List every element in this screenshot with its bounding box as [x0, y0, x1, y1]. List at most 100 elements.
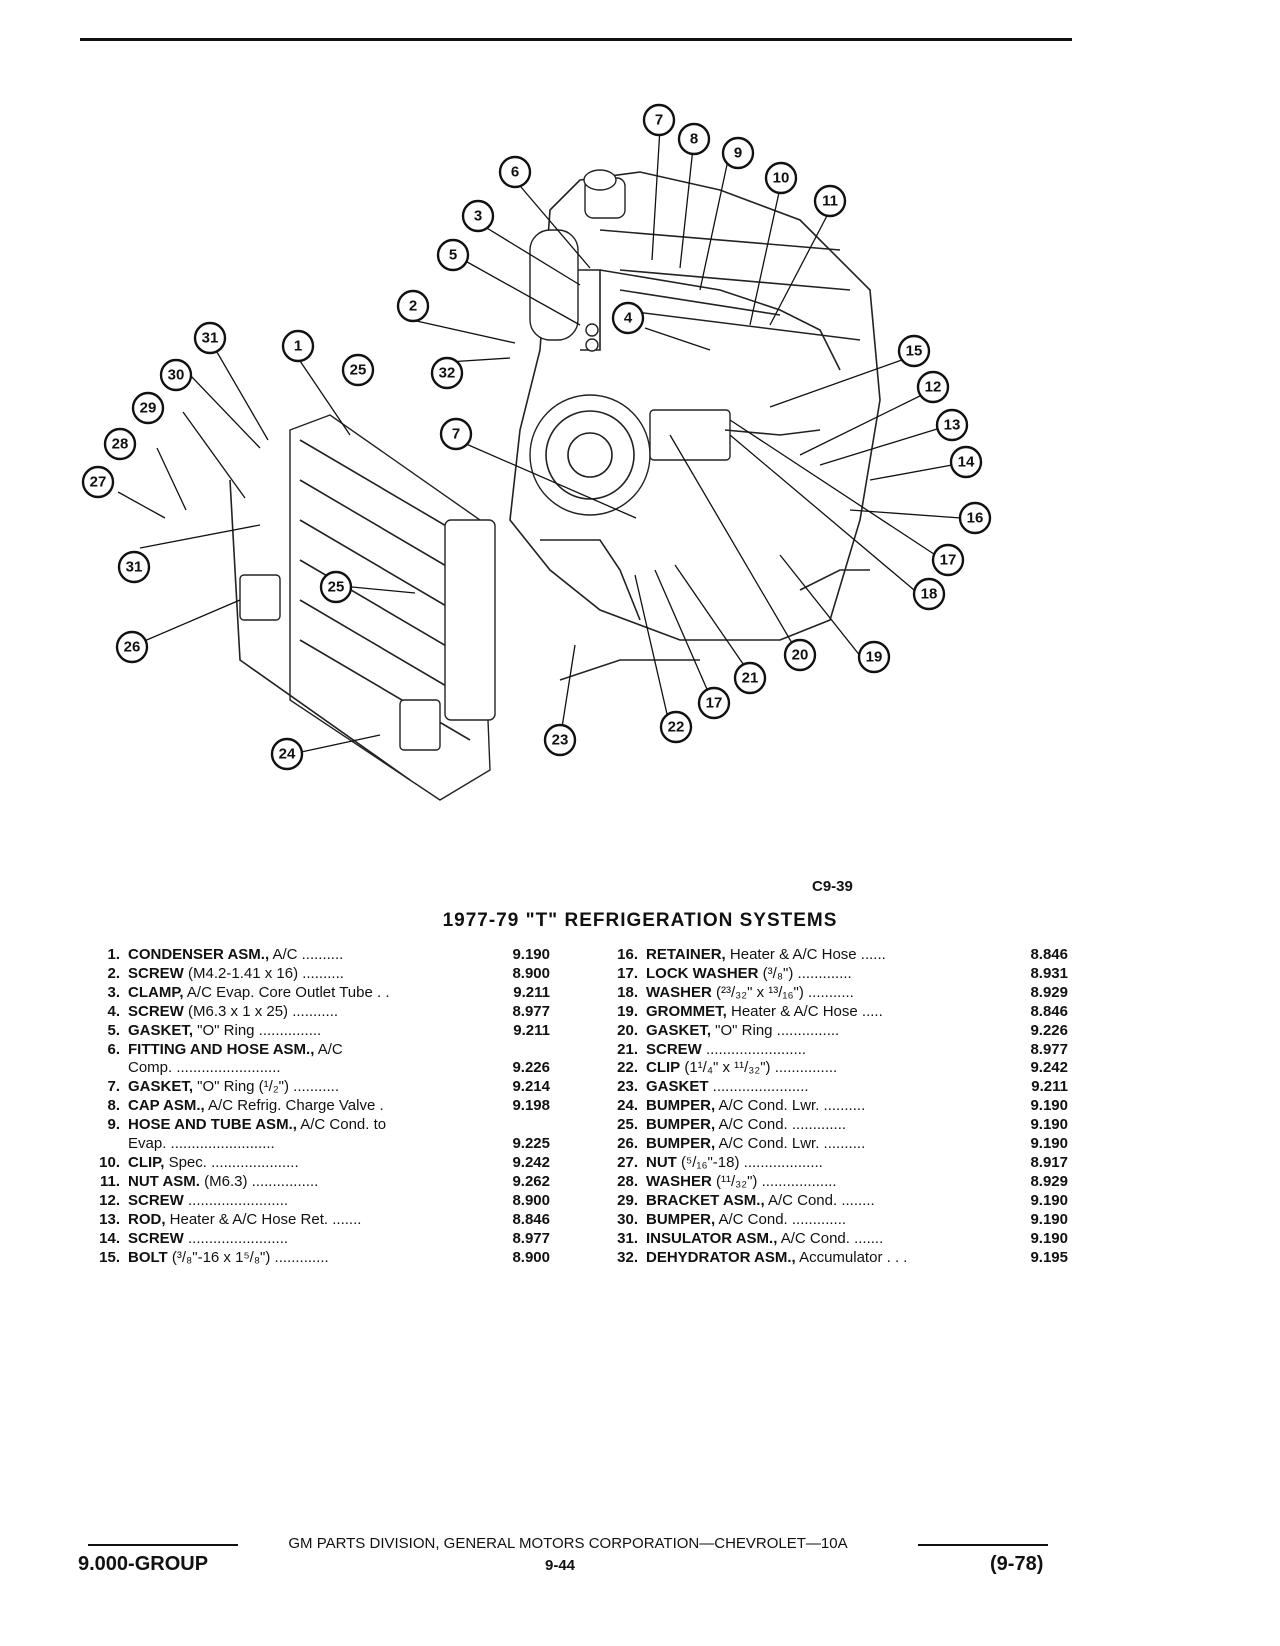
part-description: Comp. ......................... — [128, 1059, 490, 1078]
parts-row: 14.SCREW ........................8.977 — [80, 1230, 550, 1249]
group-code: 9.195 — [1030, 1248, 1068, 1266]
part-detail: A/C Refrig. Charge Valve . — [204, 1097, 384, 1115]
group-code: 9.190 — [1030, 1116, 1068, 1134]
part-description: CLIP (1¹/₄" x ¹¹/₃₂") ............... — [646, 1059, 1008, 1078]
part-number: 22. — [617, 1059, 638, 1077]
parts-row: 23.GASKET .......................9.211 — [598, 1078, 1068, 1097]
part-name: BUMPER, — [646, 1210, 716, 1228]
part-name: RETAINER, — [646, 946, 726, 963]
group-code: 8.900 — [512, 964, 550, 982]
part-description: SCREW ........................ — [646, 1041, 1008, 1060]
part-description: NUT (⁵/₁₆"-18) ................... — [646, 1154, 1008, 1173]
svg-text:1: 1 — [294, 338, 302, 355]
figure-label: C9-39 — [812, 878, 853, 895]
svg-text:32: 32 — [439, 365, 456, 382]
parts-row: 16.RETAINER, Heater & A/C Hose ......8.8… — [598, 946, 1068, 965]
part-name: SCREW — [646, 1040, 702, 1058]
part-detail: ........................ — [701, 1040, 807, 1058]
group-code: 8.900 — [512, 1191, 550, 1209]
group-code: 9.211 — [513, 983, 550, 1001]
parts-row: 31.INSULATOR ASM., A/C Cond. .......9.19… — [598, 1230, 1068, 1249]
part-description: GROMMET, Heater & A/C Hose ..... — [646, 1003, 1008, 1022]
part-detail: Evap. ......................... — [128, 1135, 275, 1153]
callout-27: 27 — [81, 465, 115, 499]
part-number: 7. — [107, 1078, 120, 1096]
part-detail: (¹¹/₃₂") .................. — [711, 1172, 837, 1190]
part-description: DEHYDRATOR ASM., Accumulator . . . — [646, 1249, 1008, 1268]
svg-text:4: 4 — [624, 310, 633, 327]
part-name: BUMPER, — [646, 1116, 716, 1134]
part-number: 24. — [617, 1097, 638, 1115]
group-code: 9.242 — [512, 1153, 550, 1171]
group-code: 9.226 — [512, 1059, 550, 1077]
parts-row: 5.GASKET, "O" Ring ...............9.211 — [80, 1022, 550, 1041]
part-description: BRACKET ASM., A/C Cond. ........ — [646, 1192, 1008, 1211]
svg-text:29: 29 — [140, 400, 157, 417]
part-number: 3. — [107, 983, 120, 1001]
parts-row: 15.BOLT (³/₈"-16 x 1⁵/₈") .............8… — [80, 1249, 550, 1268]
footer-group: 9.000-GROUP — [78, 1553, 209, 1575]
part-name: GASKET, — [646, 1021, 712, 1039]
part-name: CLIP — [646, 1059, 681, 1077]
part-name: BUMPER, — [646, 1135, 716, 1153]
parts-row: 19.GROMMET, Heater & A/C Hose .....8.846 — [598, 1003, 1068, 1022]
svg-text:31: 31 — [202, 330, 219, 347]
svg-text:7: 7 — [452, 426, 460, 443]
svg-text:21: 21 — [742, 670, 759, 687]
parts-row: 10. CLIP, Spec. ..................... 9.24… — [80, 1154, 550, 1173]
group-code: 8.846 — [512, 1210, 550, 1228]
callout-25-top: 25 — [341, 353, 375, 387]
svg-text:17: 17 — [940, 552, 957, 569]
part-name: CLIP, — [128, 1153, 165, 1171]
svg-text:10: 10 — [773, 170, 790, 187]
part-number: 2. — [107, 964, 120, 982]
svg-text:25: 25 — [350, 362, 367, 379]
svg-text:30: 30 — [168, 367, 185, 384]
part-number: 14. — [99, 1229, 120, 1247]
callout-16: 16 — [958, 501, 992, 535]
part-name: GASKET, — [128, 1078, 194, 1096]
group-code: 9.190 — [1030, 1135, 1068, 1153]
part-detail: (M6.3 x 1 x 25) ........... — [183, 1002, 339, 1020]
part-name: BRACKET ASM., — [646, 1191, 765, 1209]
part-description: WASHER (²³/₃₂" x ¹³/₁₆") ........... — [646, 984, 1008, 1003]
group-code: 8.929 — [1030, 983, 1068, 1001]
part-description: CLIP, Spec. ..................... — [128, 1154, 490, 1173]
top-rule — [80, 38, 1072, 41]
exploded-parts-diagram: 1 2 3 4 5 6 7 7 8 9 10 11 12 13 14 15 16… — [80, 100, 1020, 860]
group-code: 9.190 — [1030, 1210, 1068, 1228]
callout-25-mid: 25 — [319, 570, 353, 604]
parts-row: 1.CONDENSER ASM., A/C ..........9.190 — [80, 946, 550, 965]
group-code: 9.190 — [512, 946, 550, 963]
svg-text:26: 26 — [124, 639, 141, 656]
engine-illustration — [509, 169, 881, 641]
part-detail: A/C Cond. Lwr. .......... — [715, 1097, 866, 1115]
part-detail: (M6.3) ................ — [199, 1172, 319, 1190]
callout-2: 2 — [396, 289, 430, 323]
part-number: 20. — [617, 1021, 638, 1039]
callout-7-top: 7 — [642, 103, 676, 137]
part-name: SCREW — [128, 1002, 184, 1020]
callout-5: 5 — [436, 238, 470, 272]
group-code: 9.190 — [1030, 1097, 1068, 1115]
diagram-svg: 1 2 3 4 5 6 7 7 8 9 10 11 12 13 14 15 16… — [81, 103, 992, 801]
part-number: 10. — [99, 1153, 120, 1171]
part-number: 8. — [107, 1097, 120, 1115]
refrigerant-lines — [540, 269, 870, 681]
part-detail: A/C Cond. Lwr. .......... — [715, 1135, 866, 1153]
part-detail: Spec. ..................... — [164, 1153, 299, 1171]
part-detail: Heater & A/C Hose Ret. ....... — [165, 1210, 362, 1228]
parts-row: Comp. ......................... 9.226 — [80, 1059, 550, 1078]
part-detail: A/C Cond. ............. — [715, 1210, 847, 1228]
part-number: 26. — [617, 1135, 638, 1153]
parts-row: 2.SCREW (M4.2-1.41 x 16) ..........8.900 — [80, 965, 550, 984]
part-name: CONDENSER ASM., — [128, 946, 270, 963]
callout-10: 10 — [764, 161, 798, 195]
svg-text:17: 17 — [706, 695, 723, 712]
parts-row: 24.BUMPER, A/C Cond. Lwr. ..........9.19… — [598, 1097, 1068, 1116]
svg-text:23: 23 — [552, 732, 569, 749]
compressor-illustration — [529, 394, 731, 516]
part-name: WASHER — [646, 983, 712, 1001]
group-code: 9.211 — [1031, 1078, 1068, 1096]
group-code: 8.917 — [1030, 1153, 1068, 1171]
